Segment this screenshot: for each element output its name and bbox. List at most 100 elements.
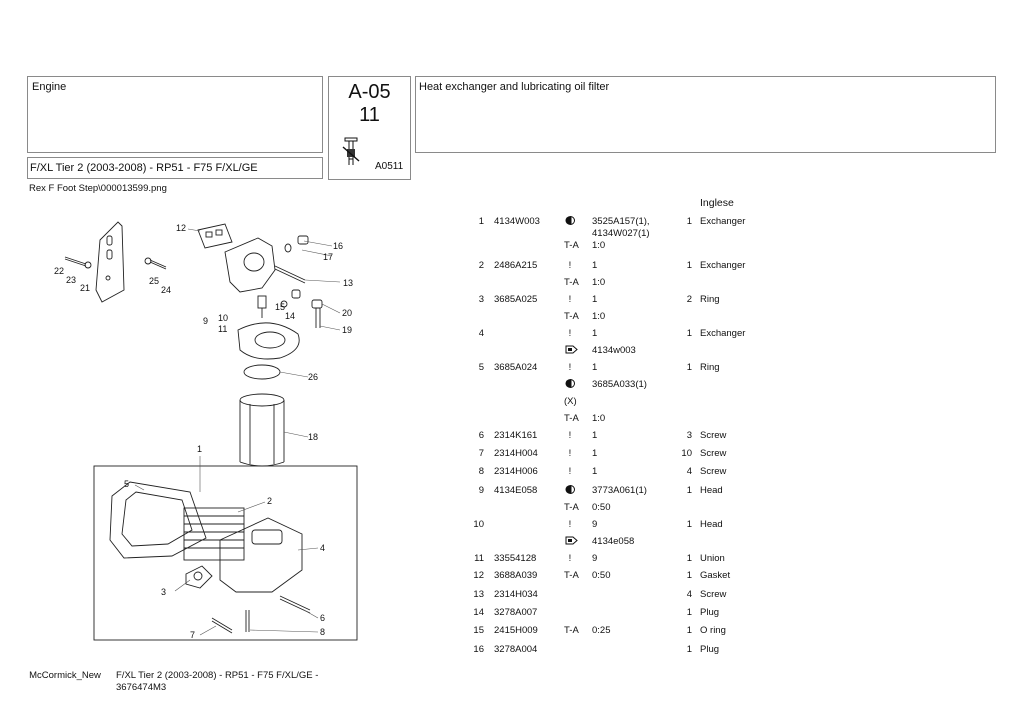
part-quantity: 1 xyxy=(686,362,692,373)
section-box: Engine xyxy=(27,76,323,153)
part-index: 5 xyxy=(478,362,484,373)
part-description: Exchanger xyxy=(700,328,746,339)
part-number: 3685A025 xyxy=(494,294,538,305)
torque-value: 1:0 xyxy=(592,413,606,424)
circle-half-icon xyxy=(565,485,575,497)
circle-half-icon xyxy=(565,216,575,228)
torque-label: T-A xyxy=(564,311,579,322)
part-index: 10 xyxy=(473,519,484,530)
callout-15: 15 xyxy=(275,302,285,312)
torque-label: T-A xyxy=(564,570,579,581)
torque-label: T-A xyxy=(564,625,579,636)
callout-11: 11 xyxy=(218,324,227,334)
part-index: 1 xyxy=(478,216,484,227)
callout-13: 13 xyxy=(343,278,353,288)
part-data: 9 xyxy=(592,553,598,564)
part-data: 3685A033(1) xyxy=(592,379,647,390)
part-description: Exchanger xyxy=(700,216,746,227)
callout-24: 24 xyxy=(161,285,171,295)
part-quantity: 2 xyxy=(686,294,692,305)
part-quantity: 10 xyxy=(681,448,692,459)
part-note: (X) xyxy=(564,396,577,407)
part-data: 1 xyxy=(592,466,598,477)
part-description: Plug xyxy=(700,607,720,618)
torque-label: T-A xyxy=(564,502,579,513)
torque-value: 0:50 xyxy=(592,502,611,513)
exclamation-icon: ! xyxy=(568,260,572,271)
part-quantity: 1 xyxy=(686,553,692,564)
section-title: Engine xyxy=(32,81,67,93)
callout-7: 7 xyxy=(190,630,195,640)
page-title: Heat exchanger and lubricating oil filte… xyxy=(419,81,610,93)
callout-10: 10 xyxy=(218,313,228,323)
part-description: Ring xyxy=(700,362,720,373)
part-number: 2486A215 xyxy=(494,260,538,271)
callout-16: 16 xyxy=(333,241,343,251)
callout-4: 4 xyxy=(320,543,325,553)
callout-23: 23 xyxy=(66,275,76,285)
part-quantity: 4 xyxy=(686,589,692,600)
image-code: A0511 xyxy=(375,161,404,172)
part-row-continuation: 4134W027(1) xyxy=(0,228,1024,242)
part-number: 3278A007 xyxy=(494,607,538,618)
arrow-tag-icon xyxy=(565,536,578,548)
part-description: Head xyxy=(700,485,723,496)
part-quantity: 1 xyxy=(686,644,692,655)
callout-21: 21 xyxy=(80,283,90,293)
part-data: 1 xyxy=(592,362,598,373)
part-quantity: 1 xyxy=(686,625,692,636)
part-quantity: 3 xyxy=(686,430,692,441)
exclamation-icon: ! xyxy=(568,362,572,373)
part-number: 33554128 xyxy=(494,553,537,564)
callout-19: 19 xyxy=(342,325,352,335)
circle-half-icon xyxy=(565,379,575,391)
part-description: Plug xyxy=(700,644,720,655)
callout-3: 3 xyxy=(161,587,166,597)
part-data: 0:50 xyxy=(592,570,611,581)
part-row: 16 3278A004 1 Plug xyxy=(0,644,1024,658)
part-index: 16 xyxy=(473,644,484,655)
exclamation-icon: ! xyxy=(568,519,572,530)
part-index: 4 xyxy=(478,328,484,339)
subgroup-code: 11 xyxy=(359,104,380,126)
callout-8: 8 xyxy=(320,627,325,637)
part-index: 8 xyxy=(478,466,484,477)
callout-2: 2 xyxy=(267,496,272,506)
exclamation-icon: ! xyxy=(568,466,572,477)
replacement-code: 4134e058 xyxy=(592,536,635,547)
part-quantity: 1 xyxy=(686,607,692,618)
exclamation-icon: ! xyxy=(568,328,572,339)
torque-label: T-A xyxy=(564,277,579,288)
callout-9: 9 xyxy=(203,316,208,326)
part-data: 4134W027(1) xyxy=(592,228,650,239)
torque-label: T-A xyxy=(564,240,579,251)
torque-row: T-A 1:0 xyxy=(0,240,1024,254)
part-quantity: 1 xyxy=(686,216,692,227)
arrow-tag-icon xyxy=(565,345,578,357)
part-data: 1 xyxy=(592,328,598,339)
note-row: 3685A033(1) xyxy=(0,379,1024,393)
part-description: Screw xyxy=(700,448,727,459)
torque-value: 1:0 xyxy=(592,240,606,251)
part-index: 9 xyxy=(478,485,484,496)
part-number: 2314H034 xyxy=(494,589,538,600)
group-code: A-05 xyxy=(348,81,391,103)
part-number: 3278A004 xyxy=(494,644,538,655)
part-data: 1 xyxy=(592,430,598,441)
part-data: 0:25 xyxy=(592,625,611,636)
callout-12: 12 xyxy=(176,223,186,233)
note-row: (X) xyxy=(0,396,1024,410)
plate-part xyxy=(95,221,125,303)
exclamation-icon: ! xyxy=(568,430,572,441)
exclamation-icon: ! xyxy=(568,294,572,305)
part-index: 13 xyxy=(473,589,484,600)
part-description: Screw xyxy=(700,430,727,441)
